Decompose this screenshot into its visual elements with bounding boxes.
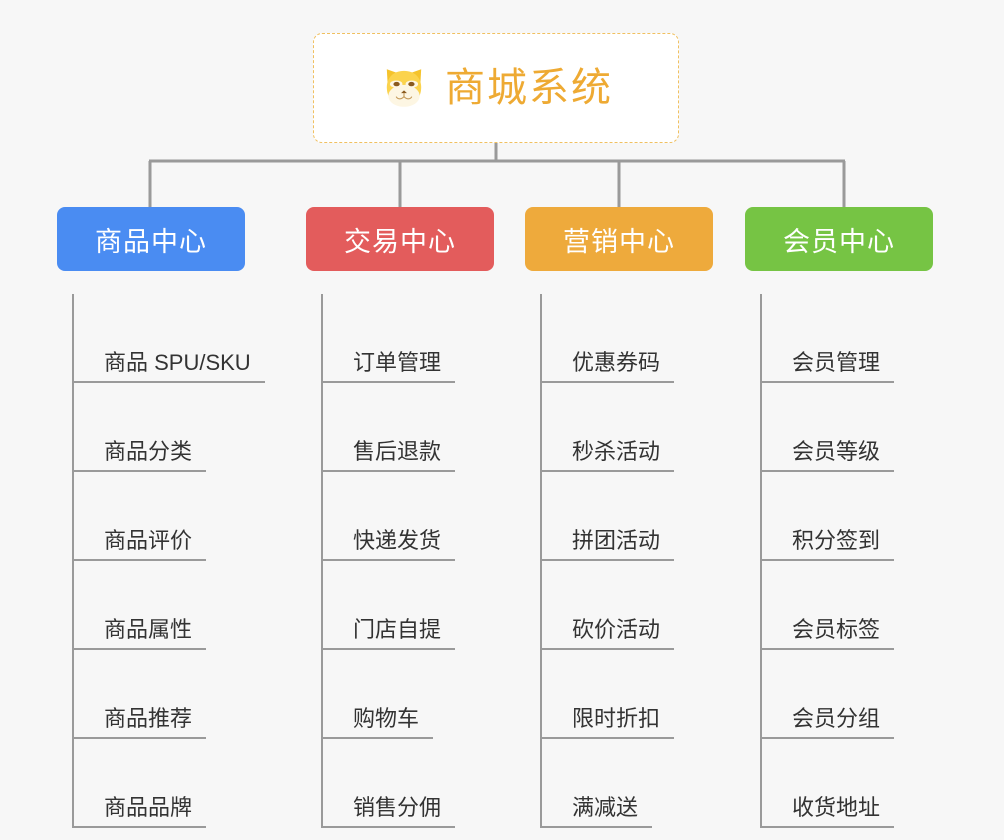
leaf-label: 拼团活动 [542,528,675,561]
branch-column-member-center: 会员中心 会员管理 会员等级 积分签到 会员标签 会员分组 收货地址 [745,207,975,828]
leaf-label: 商品分类 [74,439,207,472]
leaf-list-marketing-center: 优惠券码 秒杀活动 拼团活动 砍价活动 限时折扣 满减送 [540,294,755,828]
leaf-label: 会员管理 [762,350,895,383]
leaf-label: 门店自提 [323,617,456,650]
leaf-item[interactable]: 砍价活动 [542,561,755,650]
leaf-label: 会员分组 [762,706,895,739]
leaf-item[interactable]: 会员管理 [762,294,975,383]
branch-column-marketing-center: 营销中心 优惠券码 秒杀活动 拼团活动 砍价活动 限时折扣 满减送 [525,207,755,828]
leaf-label: 满减送 [542,795,653,828]
leaf-label: 秒杀活动 [542,439,675,472]
leaf-label: 售后退款 [323,439,456,472]
category-header-trade-center[interactable]: 交易中心 [306,207,494,271]
leaf-item[interactable]: 拼团活动 [542,472,755,561]
leaf-item[interactable]: 收货地址 [762,739,975,828]
leaf-item[interactable]: 商品 SPU/SKU [74,294,287,383]
leaf-label: 商品推荐 [74,706,207,739]
category-label: 交易中心 [344,226,456,257]
leaf-item[interactable]: 商品评价 [74,472,287,561]
leaf-item[interactable]: 会员分组 [762,650,975,739]
leaf-label: 订单管理 [323,350,456,383]
category-label: 营销中心 [563,226,675,257]
leaf-item[interactable]: 商品分类 [74,383,287,472]
leaf-item[interactable]: 会员等级 [762,383,975,472]
leaf-label: 会员标签 [762,617,895,650]
branch-column-trade-center: 交易中心 订单管理 售后退款 快递发货 门店自提 购物车 销售分佣 [306,207,536,828]
leaf-label: 积分签到 [762,528,895,561]
leaf-list-trade-center: 订单管理 售后退款 快递发货 门店自提 购物车 销售分佣 [321,294,536,828]
leaf-label: 商品属性 [74,617,207,650]
leaf-item[interactable]: 门店自提 [323,561,536,650]
branch-column-product-center: 商品中心 商品 SPU/SKU 商品分类 商品评价 商品属性 商品推荐 商品品牌 [57,207,287,828]
leaf-item[interactable]: 优惠券码 [542,294,755,383]
leaf-item[interactable]: 积分签到 [762,472,975,561]
leaf-label: 商品评价 [74,528,207,561]
category-label: 会员中心 [783,226,895,257]
category-label: 商品中心 [95,226,207,257]
leaf-list-member-center: 会员管理 会员等级 积分签到 会员标签 会员分组 收货地址 [760,294,975,828]
leaf-label: 收货地址 [762,795,895,828]
leaf-item[interactable]: 满减送 [542,739,755,828]
leaf-item[interactable]: 秒杀活动 [542,383,755,472]
leaf-list-product-center: 商品 SPU/SKU 商品分类 商品评价 商品属性 商品推荐 商品品牌 [72,294,287,828]
leaf-label: 会员等级 [762,439,895,472]
leaf-label: 快递发货 [323,528,456,561]
leaf-item[interactable]: 购物车 [323,650,536,739]
leaf-item[interactable]: 会员标签 [762,561,975,650]
leaf-item[interactable]: 销售分佣 [323,739,536,828]
leaf-item[interactable]: 商品属性 [74,561,287,650]
leaf-label: 砍价活动 [542,617,675,650]
leaf-label: 商品品牌 [74,795,207,828]
leaf-item[interactable]: 商品品牌 [74,739,287,828]
leaf-label: 销售分佣 [323,795,456,828]
leaf-item[interactable]: 限时折扣 [542,650,755,739]
leaf-item[interactable]: 快递发货 [323,472,536,561]
leaf-item[interactable]: 订单管理 [323,294,536,383]
leaf-label: 限时折扣 [542,706,675,739]
leaf-label: 购物车 [323,706,434,739]
leaf-item[interactable]: 售后退款 [323,383,536,472]
leaf-label: 优惠券码 [542,350,675,383]
category-header-member-center[interactable]: 会员中心 [745,207,933,271]
shiba-dog-face-icon [386,69,422,107]
category-header-product-center[interactable]: 商品中心 [57,207,245,271]
leaf-item[interactable]: 商品推荐 [74,650,287,739]
category-header-marketing-center[interactable]: 营销中心 [525,207,713,271]
root-title: 商城系统 [445,66,613,110]
leaf-label: 商品 SPU/SKU [74,350,265,383]
root-node[interactable]: 商城系统 [313,33,679,143]
